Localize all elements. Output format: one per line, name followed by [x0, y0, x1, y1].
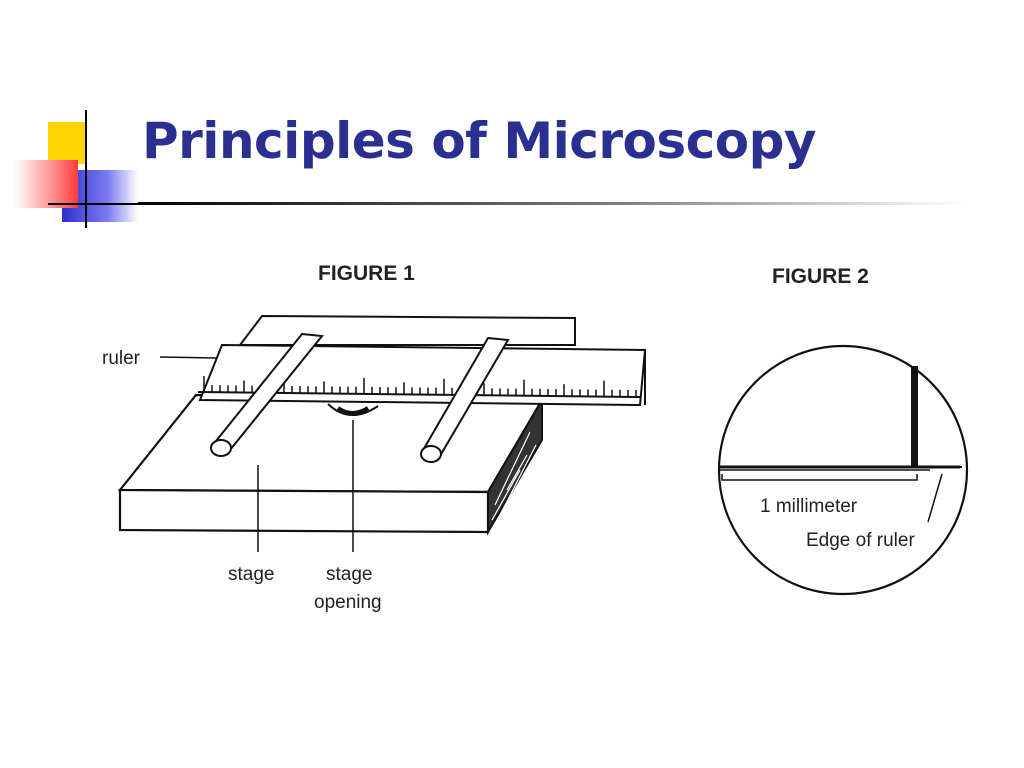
ruler-ticks — [203, 376, 637, 397]
figure-2: FIGURE 2 1 millimeter Edge of ruler — [717, 265, 969, 596]
red-square — [14, 160, 78, 208]
stage-top — [117, 393, 544, 494]
yellow-square — [48, 122, 86, 164]
leader-ruler — [159, 356, 217, 359]
title-underline — [138, 202, 968, 205]
leader-edge-of-ruler — [927, 473, 943, 523]
label-ruler: ruler — [102, 348, 141, 369]
label-stage-opening-1: stage — [326, 564, 372, 585]
stage-side-texture — [491, 431, 537, 521]
label-stage: stage — [228, 564, 274, 585]
figure-1-caption: FIGURE 1 — [318, 262, 415, 285]
ruler-tick-thick — [911, 366, 918, 468]
stage-side — [487, 396, 543, 536]
millimeter-bracket — [721, 474, 918, 481]
figure-1: FIGURE 1 rule — [102, 262, 647, 613]
label-edge-of-ruler: Edge of ruler — [806, 530, 915, 551]
label-millimeter: 1 millimeter — [760, 496, 858, 517]
stage-opening-shadow — [336, 406, 370, 415]
corner-decoration — [14, 110, 140, 228]
stage-clip-left-end — [210, 439, 232, 457]
stage-front — [118, 488, 490, 534]
slide-title: Principles of Microscopy — [142, 112, 817, 170]
stage-upper-plate — [237, 314, 576, 346]
label-stage-opening-2: opening — [314, 592, 382, 613]
stage-clip-right-end — [420, 445, 442, 463]
figure-2-caption: FIGURE 2 — [772, 265, 869, 288]
